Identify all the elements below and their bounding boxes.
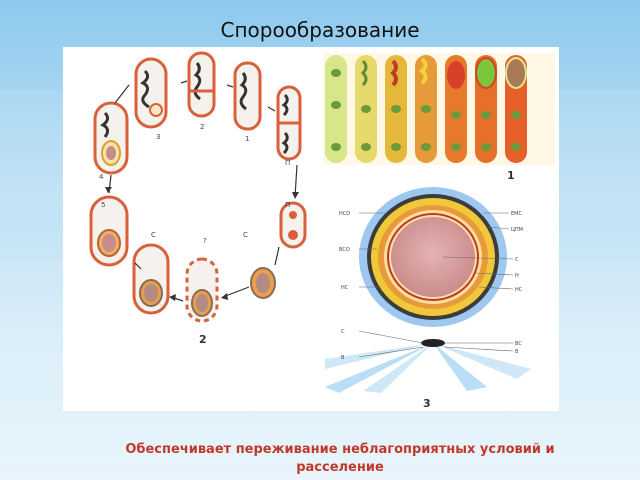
stage-label: 2 xyxy=(200,123,204,131)
cycle-arrows xyxy=(108,80,298,302)
stage-label: С xyxy=(151,231,156,239)
stage-label: 3 xyxy=(156,133,160,141)
sporulation-strip: 1 xyxy=(323,53,555,182)
strip-rod-2 xyxy=(355,55,377,163)
spore-label-right: ВС xyxy=(515,341,522,347)
spore-label-left: С xyxy=(341,329,345,335)
stage-label: 1 xyxy=(245,135,249,143)
caption-line-2: расселение xyxy=(296,460,384,475)
strip-rod-4 xyxy=(415,55,437,163)
slide-caption: Обеспечивает переживание неблагоприятных… xyxy=(70,441,610,477)
spore-label-right: ЦПМ xyxy=(511,227,523,233)
strip-rod-3 xyxy=(385,55,407,163)
cycle-cell-1 xyxy=(233,61,262,131)
spore-label-right: В xyxy=(515,349,519,355)
stage-label: 5 xyxy=(101,201,105,209)
spore-label-left: НС xyxy=(341,285,349,291)
cycle-arrowheads xyxy=(105,187,299,301)
spore-label-right: Н xyxy=(515,273,519,279)
spore-base xyxy=(421,339,445,347)
cycle-cell-free-1 xyxy=(132,243,170,315)
strip-rod-6 xyxy=(475,55,497,163)
spore-label-left: ВСО xyxy=(339,247,350,253)
figure-number-3: 3 xyxy=(423,397,431,410)
spore-label-right: ЕМС xyxy=(511,211,522,217)
cycle-cell-n-bottom xyxy=(279,201,307,249)
cycle-cell-n-top xyxy=(276,85,302,161)
strip-rod-7 xyxy=(505,55,527,163)
cycle-cell-5 xyxy=(89,195,129,267)
cycle-cell-4 xyxy=(93,101,129,175)
spore-label-left: В xyxy=(341,355,345,361)
spore-label-right: С xyxy=(515,257,519,263)
spore-section: НСО ВСО НС С В ЕМС ЦПМ С Н НС ВС В 3 xyxy=(325,187,531,410)
spore-label-left: НСО xyxy=(339,211,350,217)
stage-label: ? xyxy=(203,237,207,245)
sporulation-cycle: 3 2 1 4 П 5 П С ? С 2 xyxy=(89,51,307,346)
stage-label: П xyxy=(285,159,290,167)
membrane-layer xyxy=(387,213,479,301)
cycle-cell-2 xyxy=(187,51,216,118)
figure-number-2: 2 xyxy=(199,333,207,346)
stage-label: 4 xyxy=(99,173,104,181)
diagram-panel: 3 2 1 4 П 5 П С ? С 2 xyxy=(63,47,559,411)
slide-title: Спорообразование xyxy=(220,18,420,42)
cycle-cell-free-2 xyxy=(185,257,219,323)
cycle-spore xyxy=(250,267,276,299)
strip-rod-5 xyxy=(445,55,467,163)
stage-label: С xyxy=(243,231,248,239)
figure-number-1: 1 xyxy=(507,169,515,182)
diagram-svg: 3 2 1 4 П 5 П С ? С 2 xyxy=(89,51,555,410)
spore-label-right: НС xyxy=(515,287,523,293)
cycle-cell-3 xyxy=(134,57,168,129)
spore-core xyxy=(391,217,475,297)
spore-leaders xyxy=(358,212,514,358)
strip-rod-1 xyxy=(325,55,347,163)
caption-line-1: Обеспечивает переживание неблагоприятных… xyxy=(125,442,555,457)
stage-label: П xyxy=(285,201,290,209)
